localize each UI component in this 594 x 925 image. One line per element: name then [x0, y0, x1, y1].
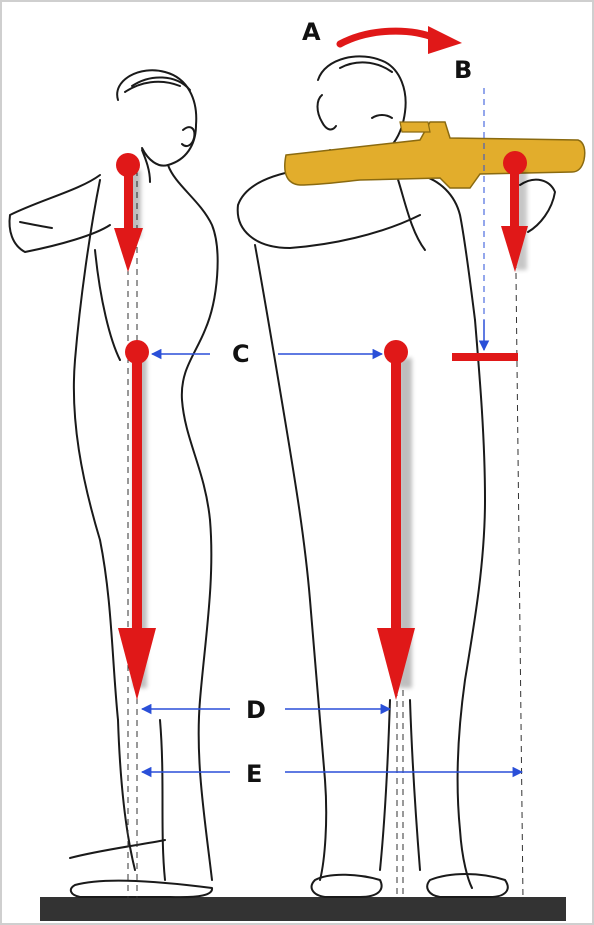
- label-d: D: [246, 696, 266, 724]
- label-c: C: [232, 340, 250, 368]
- label-e: E: [246, 760, 262, 788]
- ground-bar: [40, 897, 566, 921]
- label-b: B: [454, 56, 472, 84]
- b-offset-bar: [452, 353, 518, 361]
- label-a: A: [302, 18, 321, 46]
